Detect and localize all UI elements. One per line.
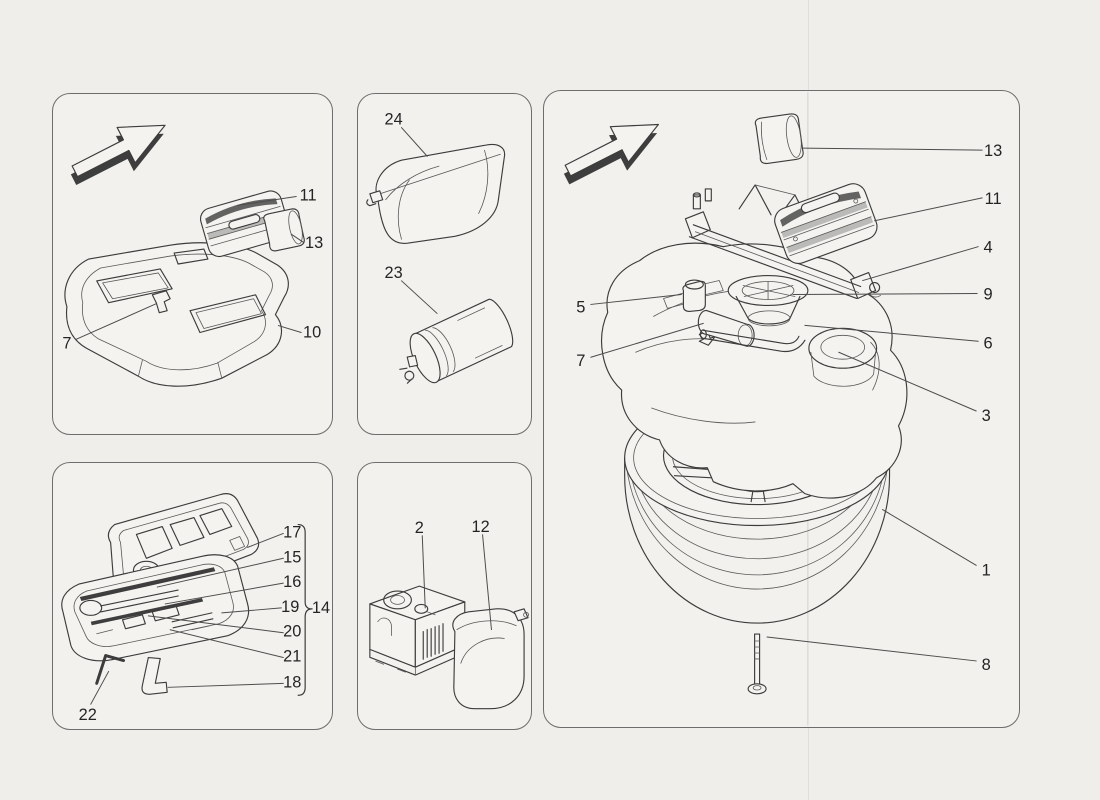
small-canister-drawing xyxy=(754,113,804,165)
leader-line-5 xyxy=(590,293,682,305)
callout-19: 19 xyxy=(281,598,299,616)
callout-23: 23 xyxy=(385,264,403,282)
callout-14: 14 xyxy=(312,599,330,617)
panel-compressor: 2 12 xyxy=(357,462,532,730)
leader-line-4 xyxy=(862,246,979,282)
callout-16: 16 xyxy=(283,573,301,591)
leader-line-10 xyxy=(277,325,302,334)
leader-line-7 xyxy=(75,303,157,340)
tow-hook-handle-drawing xyxy=(151,290,171,314)
leader-line-19 xyxy=(221,607,282,614)
leader-line-13 xyxy=(802,147,983,151)
callout-9: 9 xyxy=(984,285,993,303)
small-canister-drawing xyxy=(263,208,305,252)
callout-5: 5 xyxy=(576,298,585,316)
bent-rod-drawing xyxy=(699,329,806,353)
callout-8: 8 xyxy=(982,656,991,674)
panel-spare-wheel: 13 11 4 9 5 6 7 3 1 8 xyxy=(543,90,1020,728)
callout-18: 18 xyxy=(283,673,301,691)
callout-17: 17 xyxy=(283,523,301,541)
leader-line-7 xyxy=(590,322,704,358)
callout-10: 10 xyxy=(303,324,321,342)
towing-hook-drawing xyxy=(141,656,168,695)
leader-line-24 xyxy=(401,127,428,157)
callout-11: 11 xyxy=(300,186,317,204)
storage-pouch-drawing xyxy=(452,608,529,710)
leader-line-9 xyxy=(792,292,978,295)
callout-22: 22 xyxy=(79,706,97,724)
callout-20: 20 xyxy=(283,623,301,641)
leader-line-15 xyxy=(156,557,284,588)
spacer-cylinder-drawing xyxy=(682,279,706,312)
leader-line-3 xyxy=(838,351,977,412)
leader-line-6 xyxy=(804,324,979,342)
air-compressor-drawing xyxy=(369,585,466,676)
retaining-bolt-drawing xyxy=(747,633,767,695)
panel-storage-tray: 11 13 10 7 xyxy=(52,93,333,435)
callout-4: 4 xyxy=(984,239,993,257)
warning-triangle-case-drawing xyxy=(774,183,878,265)
callout-13: 13 xyxy=(984,142,1002,160)
bag-canister-drawing: 24 23 xyxy=(366,111,514,384)
compressor-drawing: 2 12 xyxy=(369,518,529,710)
callout-12: 12 xyxy=(472,518,490,536)
leader-line-16 xyxy=(164,582,284,605)
leader-line-11 xyxy=(874,197,983,222)
panel-bag-and-canister: 24 23 xyxy=(357,93,532,435)
soft-bag-drawing xyxy=(366,144,506,244)
funnel-drawing xyxy=(727,274,809,327)
hex-key-drawing xyxy=(95,654,126,685)
foam-tray-drawing xyxy=(64,242,289,387)
tool-case-base-drawing xyxy=(61,554,250,662)
leader-line-18 xyxy=(167,682,284,688)
leader-line-2 xyxy=(421,535,426,609)
callout-11: 11 xyxy=(985,190,1002,208)
callout-3: 3 xyxy=(982,407,991,425)
callout-15: 15 xyxy=(283,548,301,566)
leader-line-11 xyxy=(237,195,297,206)
leader-line-21 xyxy=(169,629,284,659)
spare-wheel-drawing: 13 11 4 9 5 6 7 3 1 8 xyxy=(563,92,1002,726)
leader-line-23 xyxy=(401,280,438,314)
panel-tool-case: 17 15 16 19 14 20 21 18 22 xyxy=(52,462,333,730)
sealant-canister-drawing xyxy=(399,298,514,384)
leader-line-13 xyxy=(290,233,304,243)
leader-line-20 xyxy=(147,615,284,634)
callout-24: 24 xyxy=(385,111,403,129)
leader-line-22 xyxy=(90,670,110,705)
callout-7: 7 xyxy=(576,352,585,370)
group-bracket-14 xyxy=(297,523,313,696)
tool-case-drawing: 17 15 16 19 14 20 21 18 22 xyxy=(61,493,330,724)
direction-arrow-icon xyxy=(70,124,166,186)
leader-line-12 xyxy=(482,534,492,631)
leader-line-17 xyxy=(247,532,284,548)
callout-2: 2 xyxy=(415,519,424,537)
storage-tray-drawing: 11 13 10 7 xyxy=(62,124,323,387)
direction-arrow-icon xyxy=(563,123,659,185)
callout-6: 6 xyxy=(984,334,993,352)
callout-7: 7 xyxy=(62,334,71,352)
callout-13: 13 xyxy=(305,234,323,252)
callout-1: 1 xyxy=(982,561,991,579)
callout-21: 21 xyxy=(283,648,301,666)
leader-line-8 xyxy=(766,636,977,662)
leader-line-1 xyxy=(882,509,977,566)
